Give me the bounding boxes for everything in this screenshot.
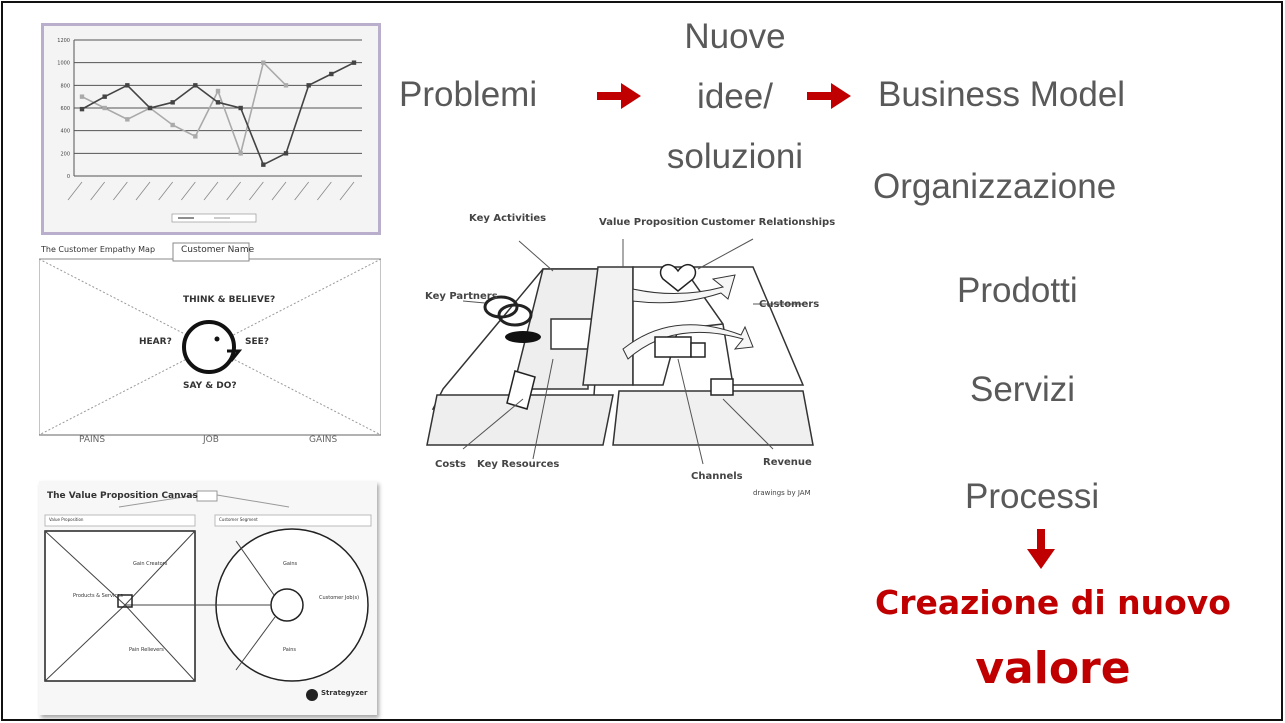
empathy-map-tab: Customer Name	[181, 245, 255, 255]
light-series-point	[102, 105, 107, 111]
say-label: SAY & DO?	[183, 381, 237, 391]
services-label: Servizi	[970, 370, 1076, 409]
dark-series-point	[283, 151, 289, 156]
think-label: THINK & BELIEVE?	[183, 295, 276, 305]
organization-label: Organizzazione	[873, 167, 1117, 206]
business-model-canvas-illustration: Key Activities Value Proposition Custome…	[423, 209, 836, 509]
light-series-point	[283, 83, 289, 88]
y-tick-label: 200	[60, 151, 70, 157]
dark-series-line	[81, 61, 355, 166]
empathy-map-title: The Customer Empathy Map	[41, 245, 156, 254]
light-series-line	[81, 61, 287, 157]
light-series-point	[215, 88, 221, 94]
products-label: Prodotti	[957, 271, 1078, 310]
dark-series-point	[125, 83, 130, 88]
value-proposition-label: Value Proposition	[599, 217, 699, 228]
vpc-gain-creators-label: Gain Creators	[133, 561, 168, 567]
x-tick-label	[249, 181, 264, 201]
revenue-label: Revenue	[763, 457, 812, 468]
dark-series-point	[147, 105, 153, 111]
x-tick-label	[135, 181, 151, 201]
pains-label: PAINS	[79, 435, 106, 445]
customer-relationships-label: Customer Relationships	[701, 217, 836, 228]
x-tick-label	[90, 181, 105, 201]
vpc-products-services-label: Products & Services	[73, 593, 123, 599]
vpc-customer-jobs-label: Customer Job(s)	[319, 595, 360, 601]
ideas-line-1: Nuove	[684, 17, 786, 56]
vpc-value-proposition-label: Value Proposition	[49, 517, 84, 522]
strategyzer-logo-text: Strategyzer	[321, 689, 368, 697]
vpc-customer-segment-label: Customer Segment	[219, 517, 258, 522]
line-chart-thumbnail: 1200 1000 800 600 400 200 0	[41, 23, 381, 235]
empathy-map-thumbnail: The Customer Empathy Map Customer Name T…	[39, 241, 381, 453]
value-proposition-canvas-thumbnail: The Value Proposition Canvas Value Propo…	[39, 481, 377, 715]
ideas-line-3: soluzioni	[666, 137, 804, 176]
y-tick-label: 800	[60, 83, 70, 89]
dark-series-point	[215, 100, 221, 105]
y-tick-label: 600	[60, 106, 70, 112]
vpc-pains-label: Pains	[283, 647, 297, 653]
light-series-point	[170, 122, 175, 128]
x-tick-label	[203, 181, 219, 201]
light-series-point	[193, 134, 198, 139]
light-series-point	[125, 117, 130, 122]
dark-series-point	[261, 162, 266, 167]
costs-label: Costs	[435, 459, 466, 470]
x-tick-label	[113, 181, 128, 201]
dark-series-point	[306, 83, 311, 88]
x-tick-label	[181, 181, 196, 201]
vpc-gains-label: Gains	[283, 561, 298, 567]
dark-series-point	[102, 94, 107, 99]
empathy-map-drawing	[39, 242, 381, 436]
dark-series-point	[193, 83, 198, 88]
y-tick-label: 400	[60, 129, 70, 135]
result-line-1: Creazione di nuovo	[875, 583, 1231, 622]
y-tick-label: 1000	[57, 61, 70, 67]
light-series-point	[238, 151, 243, 156]
dark-series-point	[170, 100, 175, 105]
key-partners-label: Key Partners	[425, 291, 498, 302]
x-tick-label	[226, 181, 241, 201]
x-tick-label	[339, 181, 355, 201]
dark-series-point	[79, 106, 85, 112]
business-model-label: Business Model	[878, 75, 1126, 114]
x-tick-label	[271, 181, 287, 201]
vpc-drawing	[44, 490, 372, 701]
customers-label: Customers	[759, 299, 820, 310]
result-line-2: valore	[975, 643, 1131, 694]
key-resources-label: Key Resources	[477, 459, 560, 470]
light-series-point	[261, 60, 266, 65]
gains-label: GAINS	[309, 435, 338, 445]
processes-label: Processi	[965, 477, 1100, 516]
light-series-point	[79, 94, 85, 99]
ideas-line-2: idee/	[697, 77, 773, 116]
line-chart-svg: 1200 1000 800 600 400 200 0	[57, 38, 362, 223]
see-label: SEE?	[245, 337, 269, 347]
problems-label: Problemi	[399, 75, 538, 114]
job-label: JOB	[203, 435, 219, 445]
dark-series-point	[238, 105, 243, 111]
y-tick-label: 1200	[57, 38, 70, 44]
arrow-down-icon	[1027, 529, 1055, 569]
x-tick-label	[294, 181, 309, 201]
x-tick-label	[158, 181, 173, 201]
bmc-drawing	[426, 238, 814, 465]
drawing-credit: drawings by JAM	[753, 489, 811, 497]
y-tick-label: 0	[67, 174, 70, 180]
dark-series-point	[329, 71, 334, 77]
arrow-right-icon	[597, 83, 641, 109]
hear-label: HEAR?	[139, 337, 172, 347]
x-tick-label	[67, 181, 83, 201]
vpc-title: The Value Proposition Canvas	[47, 491, 198, 501]
vpc-pain-relievers-label: Pain Relievers	[129, 647, 164, 653]
arrow-right-icon-2	[807, 83, 851, 109]
dark-series-point	[351, 60, 357, 65]
key-activities-label: Key Activities	[469, 213, 547, 224]
x-tick-label	[317, 181, 332, 201]
channels-label: Channels	[691, 471, 743, 482]
